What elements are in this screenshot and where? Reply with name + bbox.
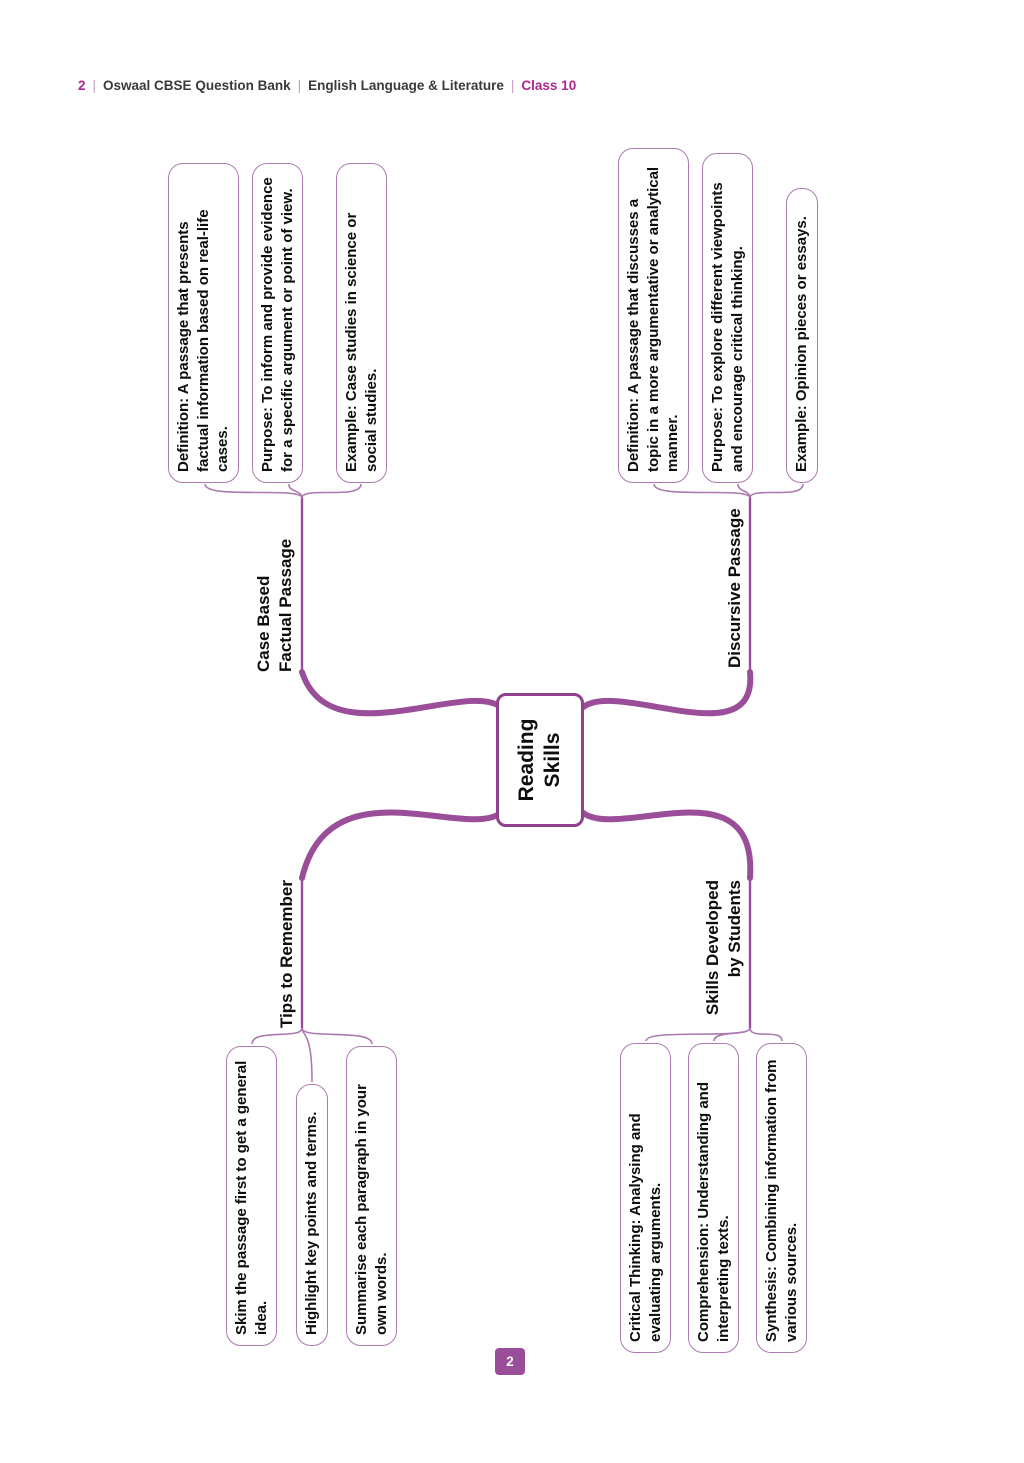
footer-page-badge: 2 [495, 1348, 525, 1375]
header-subject-title: English Language & Literature [308, 78, 504, 93]
leaf-case-based-purpose: Purpose: To inform and provide evidence … [252, 163, 303, 483]
leaf-discursive-definition: Definition: A passage that discusses a t… [618, 148, 689, 483]
header-page-number: 2 [78, 78, 86, 93]
branch-label-case-based-factual-passage: Case Based Factual Passage [253, 497, 297, 672]
connector-lines [204, 483, 804, 1083]
center-node-line: Reading [515, 718, 539, 802]
branch-label-line: by Students [725, 880, 745, 978]
center-node-line: Skills [541, 732, 564, 788]
leaf-tips-skim: Skim the passage first to get a general … [226, 1046, 277, 1346]
leaf-discursive-example: Example: Opinion pieces or essays. [786, 188, 818, 483]
leaf-case-based-definition: Definition: A passage that presents fact… [168, 163, 239, 483]
page-header: 2 | Oswaal CBSE Question Bank | English … [78, 78, 576, 93]
branch-label-discursive-passage: Discursive Passage [724, 493, 746, 668]
branch-label-line: Case Based [254, 575, 273, 672]
branch-label-line: Skills Developed [703, 880, 722, 1016]
header-class-label: Class 10 [521, 78, 577, 93]
leaf-tips-highlight: Highlight key points and terms. [296, 1084, 328, 1346]
leaf-skills-critical-thinking: Critical Thinking: Analysing and evaluat… [620, 1043, 671, 1353]
header-book-title: Oswaal CBSE Question Bank [103, 78, 291, 93]
leaf-discursive-purpose: Purpose: To explore different viewpoints… [702, 153, 753, 483]
branch-label-tips-to-remember: Tips to Remember [276, 880, 298, 1028]
leaf-tips-summarise: Summarise each paragraph in your own wor… [346, 1046, 397, 1346]
branch-label-line: Discursive Passage [725, 508, 744, 668]
leaf-case-based-example: Example: Case studies in science or soci… [336, 163, 387, 483]
branch-label-line: Factual Passage [276, 538, 296, 672]
center-node-reading-skills: Reading Skills [496, 693, 584, 827]
leaf-skills-synthesis: Synthesis: Combining information from va… [756, 1043, 807, 1353]
header-separator: | [297, 78, 302, 93]
header-separator: | [510, 78, 515, 93]
branch-label-line: Tips to Remember [277, 879, 296, 1028]
mindmap-canvas: Reading Skills Case Based Factual Passag… [150, 110, 840, 1380]
branch-label-skills-developed-by-students: Skills Developed by Students [702, 880, 746, 1028]
leaf-skills-comprehension: Comprehension: Understanding and interpr… [688, 1043, 739, 1353]
header-separator: | [92, 78, 97, 93]
